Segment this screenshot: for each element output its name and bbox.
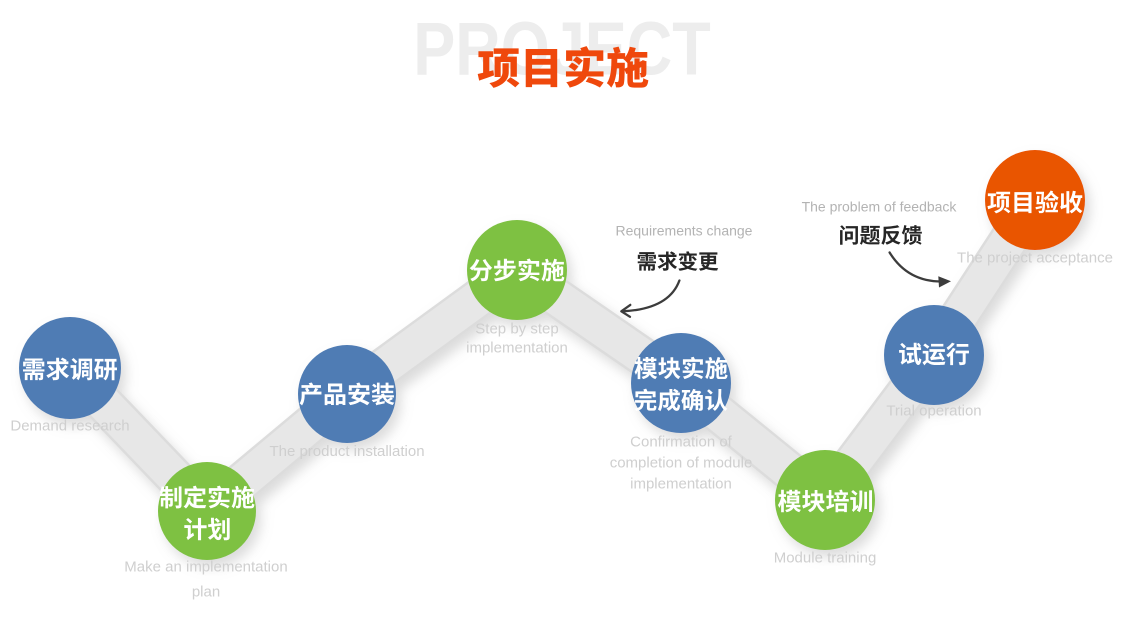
svg-text:plan: plan: [192, 584, 220, 601]
svg-text:implementation: implementation: [630, 476, 732, 493]
svg-text:implementation: implementation: [466, 340, 568, 357]
svg-text:The product installation: The product installation: [269, 443, 424, 460]
svg-text:Confirmation of: Confirmation of: [630, 434, 733, 451]
svg-text:Step by step: Step by step: [475, 321, 558, 338]
svg-text:completion of module: completion of module: [610, 455, 753, 472]
svg-text:Module training: Module training: [774, 550, 877, 567]
svg-text:Requirements change: Requirements change: [616, 222, 753, 238]
svg-text:Demand research: Demand research: [10, 418, 129, 435]
svg-text:PROJECT: PROJECT: [413, 6, 711, 90]
svg-text:Make an implementation: Make an implementation: [124, 559, 287, 576]
svg-text:Trial operation: Trial operation: [886, 403, 981, 420]
svg-text:The project acceptance: The project acceptance: [957, 250, 1113, 267]
svg-text:The problem of feedback: The problem of feedback: [802, 198, 958, 214]
